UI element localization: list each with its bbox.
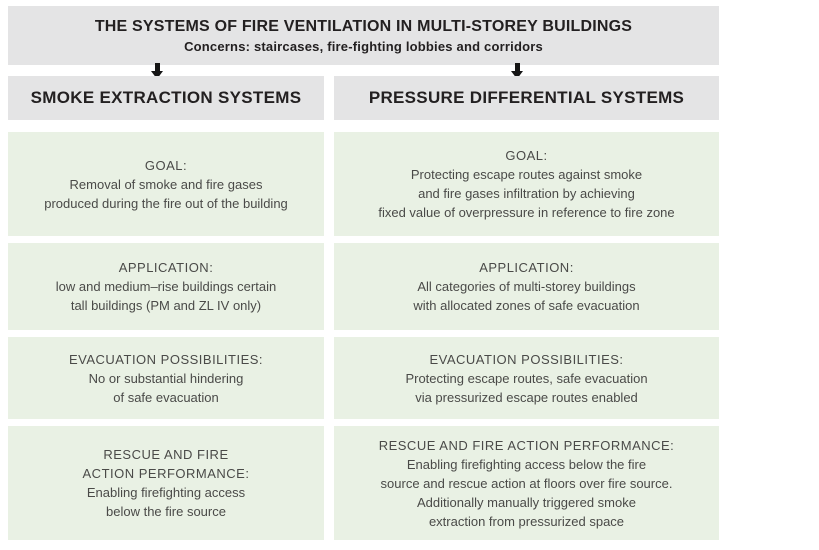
down-arrow-icon	[511, 63, 524, 79]
box-heading: RESCUE AND FIRE ACTION PERFORMANCE:	[82, 447, 250, 481]
box-body: low and medium–rise buildings certain ta…	[55, 279, 277, 313]
rescue-box-smoke-extraction: RESCUE AND FIRE ACTION PERFORMANCE: Enab…	[8, 426, 324, 540]
column-title-pressure-differential: PRESSURE DIFFERENTIAL SYSTEMS	[334, 76, 719, 120]
box-heading: APPLICATION:	[479, 260, 574, 275]
rescue-box-pressure-differential: RESCUE AND FIRE ACTION PERFORMANCE: Enab…	[334, 426, 719, 540]
box-body: Protecting escape routes, safe evacuatio…	[405, 370, 648, 405]
page-subtitle: Concerns: staircases, fire-fighting lobb…	[184, 38, 543, 54]
column-title-label: PRESSURE DIFFERENTIAL SYSTEMS	[368, 88, 685, 107]
column-title-label: SMOKE EXTRACTION SYSTEMS	[30, 88, 302, 107]
evacuation-box-pressure-differential: EVACUATION POSSIBILITIES: Protecting esc…	[334, 337, 719, 419]
box-heading: APPLICATION:	[118, 260, 214, 275]
application-box-smoke-extraction: APPLICATION: low and medium–rise buildin…	[8, 243, 324, 330]
box-body: Enabling firefighting access below the f…	[380, 456, 673, 529]
box-heading: GOAL:	[144, 157, 188, 173]
evacuation-box-smoke-extraction: EVACUATION POSSIBILITIES: No or substant…	[8, 337, 324, 419]
page-title: THE SYSTEMS OF FIRE VENTILATION IN MULTI…	[94, 17, 633, 35]
box-heading: GOAL:	[505, 148, 548, 163]
application-box-pressure-differential: APPLICATION: All categories of multi-sto…	[334, 243, 719, 330]
diagram-header: THE SYSTEMS OF FIRE VENTILATION IN MULTI…	[8, 6, 719, 65]
goal-box-pressure-differential: GOAL: Protecting escape routes against s…	[334, 132, 719, 236]
box-heading: RESCUE AND FIRE ACTION PERFORMANCE:	[378, 437, 675, 453]
box-body: Enabling firefighting access below the f…	[86, 485, 246, 519]
column-title-smoke-extraction: SMOKE EXTRACTION SYSTEMS	[8, 76, 324, 120]
box-body: No or substantial hindering of safe evac…	[88, 370, 244, 405]
box-body: Removal of smoke and fire gases produced…	[44, 176, 288, 211]
box-heading: EVACUATION POSSIBILITIES:	[68, 351, 264, 367]
down-arrow-icon	[151, 63, 164, 79]
box-body: Protecting escape routes against smoke a…	[378, 167, 675, 220]
box-heading: EVACUATION POSSIBILITIES:	[429, 351, 624, 367]
box-body: All categories of multi-storey buildings…	[413, 279, 640, 313]
goal-box-smoke-extraction: GOAL: Removal of smoke and fire gases pr…	[8, 132, 324, 236]
